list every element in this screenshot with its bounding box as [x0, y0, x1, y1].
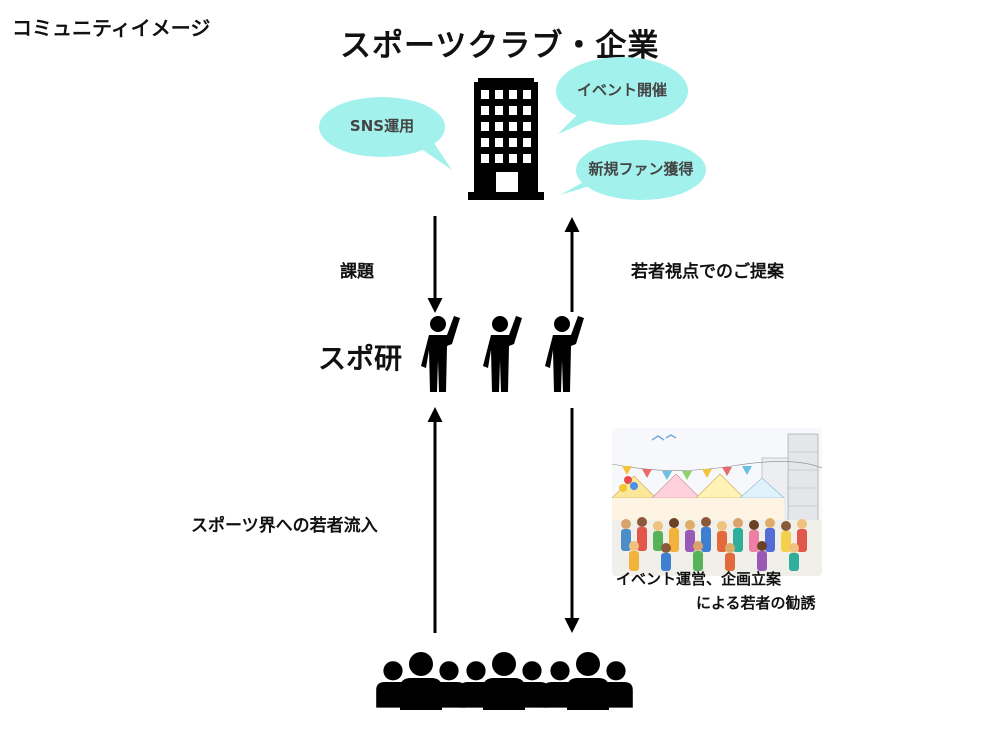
corner-title: コミュニティイメージ [12, 16, 211, 40]
person-icon [545, 316, 584, 392]
caption-line-2: による若者の勧誘 [696, 594, 816, 612]
bubble-fans-text: 新規ファン獲得 [588, 160, 694, 178]
bubble-event [556, 57, 688, 134]
crowd-icon-right [543, 652, 633, 710]
building-icon [468, 78, 544, 200]
label-inflow: スポーツ界への若者流入 [191, 516, 378, 536]
bubble-sns [319, 97, 452, 170]
bubble-event-text: イベント開催 [576, 81, 667, 99]
person-icon [483, 316, 522, 392]
crowd-icon-middle [459, 652, 549, 710]
caption-line-1: イベント運営、企画立案 [616, 570, 782, 588]
person-icon [421, 316, 460, 392]
bubble-fans [560, 140, 706, 200]
label-proposal: 若者視点でのご提案 [631, 262, 784, 282]
bubble-sns-text: SNS運用 [349, 117, 415, 135]
top-title: スポーツクラブ・企業 [340, 28, 660, 64]
crowd-icon-left [376, 652, 466, 710]
event-illustration [612, 428, 822, 576]
label-issues: 課題 [340, 262, 374, 282]
label-spoken: スポ研 [318, 342, 403, 375]
